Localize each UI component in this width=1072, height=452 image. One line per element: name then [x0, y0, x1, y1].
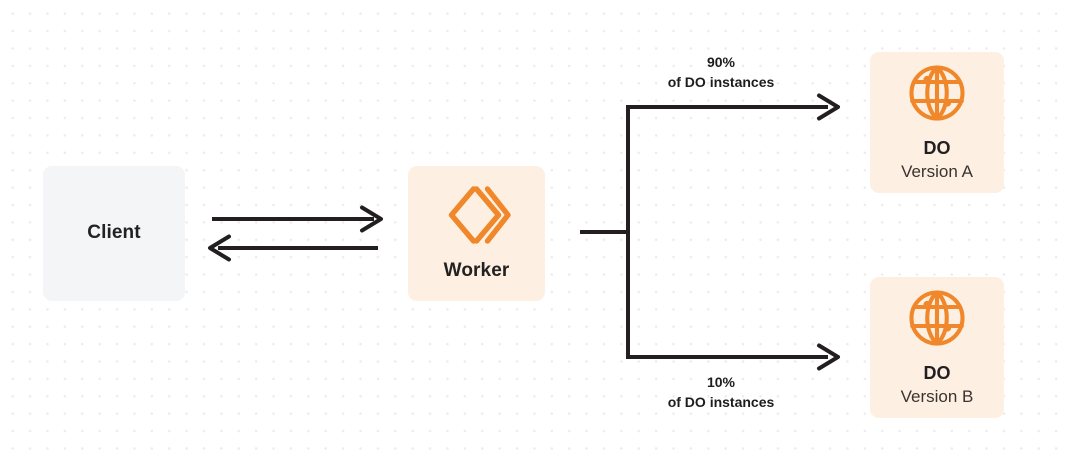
- edge-label-do-b: 10% of DO instances: [625, 372, 817, 413]
- edge-worker-to-do-b: [626, 343, 840, 371]
- node-worker-label: Worker: [443, 260, 510, 282]
- cloudflare-workers-icon: [443, 184, 511, 246]
- edge-label-do-a-description: of DO instances: [667, 74, 775, 91]
- edge-label-do-b-description: of DO instances: [667, 394, 775, 411]
- node-do-version-a-label: DO: [923, 138, 951, 159]
- edge-worker-to-client: [208, 234, 378, 262]
- node-do-version-a[interactable]: DO Version A: [870, 52, 1004, 193]
- edge-label-do-a: 90% of DO instances: [625, 52, 817, 93]
- node-do-version-a-sublabel: Version A: [901, 161, 973, 181]
- node-client-label: Client: [87, 222, 141, 244]
- node-do-version-b-sublabel: Version B: [900, 386, 974, 406]
- globe-icon: [906, 62, 968, 124]
- globe-icon: [906, 287, 968, 349]
- edge-label-do-b-percent: 10%: [706, 374, 736, 390]
- node-do-version-b-label: DO: [923, 363, 951, 384]
- edge-branch-trunk: [580, 105, 630, 359]
- edge-label-do-a-percent: 90%: [706, 54, 736, 70]
- node-worker[interactable]: Worker: [408, 166, 545, 301]
- edge-client-to-worker: [212, 205, 383, 233]
- edge-worker-to-do-a: [626, 93, 840, 121]
- node-client[interactable]: Client: [43, 166, 185, 301]
- node-do-version-b[interactable]: DO Version B: [870, 277, 1004, 418]
